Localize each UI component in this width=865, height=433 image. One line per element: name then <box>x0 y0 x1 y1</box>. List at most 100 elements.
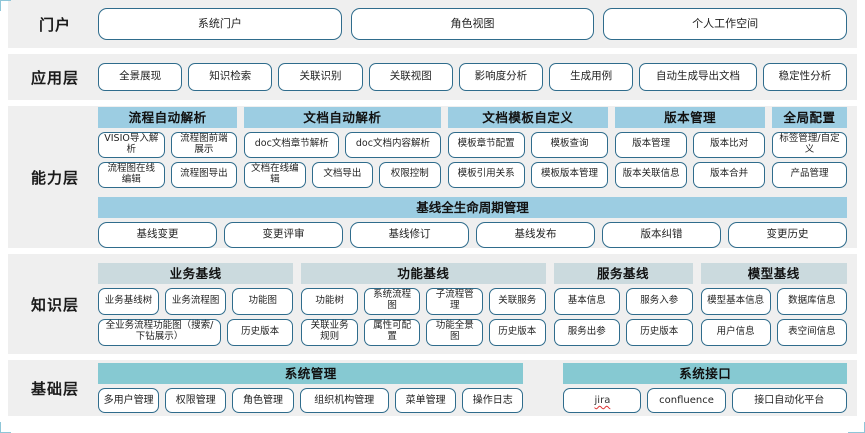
base-item-permission-management[interactable]: 权限管理 <box>165 388 227 413</box>
group-title-function-baseline: 功能基线 <box>301 262 546 284</box>
portal-item-system-portal[interactable]: 系统门户 <box>98 8 342 40</box>
know-item-tablespace-info[interactable]: 表空间信息 <box>776 318 847 346</box>
app-item-knowledge-search[interactable]: 知识检索 <box>188 63 273 91</box>
application-items-row: 全景展现 知识检索 关联识别 关联视图 影响度分析 生成用例 自动生成导出文档 … <box>98 63 848 91</box>
group-row: 业务基线树 业务流程图 功能图 <box>98 287 294 315</box>
group-row: 关联业务规则 属性可配置 功能全景图 历史版本 <box>301 318 546 346</box>
app-item-impact-analysis[interactable]: 影响度分析 <box>458 63 544 91</box>
decor-corner-bottom-right <box>848 422 865 433</box>
know-item-history-version[interactable]: 历史版本 <box>488 318 546 346</box>
group-title-baseline-lifecycle: 基线全生命周期管理 <box>98 196 847 218</box>
base-item-operation-log[interactable]: 操作日志 <box>462 388 524 413</box>
base-item-jira[interactable]: jira <box>563 388 642 413</box>
know-item-business-flowchart[interactable]: 业务流程图 <box>165 287 227 315</box>
group-row: VISIO导入解析 流程图前端展示 <box>98 131 238 158</box>
lifecycle-item-baseline-revision[interactable]: 基线修订 <box>350 221 469 248</box>
group-row: 多用户管理 权限管理 角色管理 组织机构管理 菜单管理 操作日志 <box>98 388 524 413</box>
know-item-service-input-params[interactable]: 服务入参 <box>626 287 693 315</box>
layer-portal: 门户 系统门户 角色视图 个人工作空间 <box>8 0 857 48</box>
cap-item-version-merge[interactable]: 版本合并 <box>693 161 766 188</box>
lifecycle-items-row: 基线变更 变更评审 基线修订 基线发布 版本纠错 变更历史 <box>98 221 847 248</box>
group-title-version-mgmt: 版本管理 <box>615 106 766 128</box>
group-title-system-management: 系统管理 <box>98 363 524 384</box>
know-item-history-version[interactable]: 历史版本 <box>626 318 693 346</box>
cap-item-version-relation-info[interactable]: 版本关联信息 <box>615 161 688 188</box>
lifecycle-item-change-history[interactable]: 变更历史 <box>728 221 847 248</box>
group-title-system-interface: 系统接口 <box>563 363 847 384</box>
app-item-stability-analysis[interactable]: 稳定性分析 <box>762 63 848 91</box>
cap-item-visio-import-parse[interactable]: VISIO导入解析 <box>98 131 165 158</box>
know-item-related-service[interactable]: 关联服务 <box>488 287 546 315</box>
cap-item-tag-management-custom[interactable]: 标签管理/自定义 <box>772 131 847 158</box>
group-row: 版本关联信息 版本合并 <box>615 161 766 188</box>
know-item-function-tree[interactable]: 功能树 <box>301 287 358 315</box>
know-item-basic-info[interactable]: 基本信息 <box>553 287 621 315</box>
cap-item-doc-chapter-parse[interactable]: doc文档章节解析 <box>244 131 340 158</box>
app-item-panorama[interactable]: 全景展现 <box>98 63 183 91</box>
group-row: 版本管理 版本比对 <box>615 131 766 158</box>
cap-item-flowchart-online-edit[interactable]: 流程图在线编辑 <box>98 161 165 188</box>
layer-label-base: 基础层 <box>30 379 79 398</box>
cap-item-template-version-mgmt[interactable]: 模板版本管理 <box>530 161 609 188</box>
cap-item-doc-export[interactable]: 文档导出 <box>311 161 374 188</box>
layer-label-knowledge: 知识层 <box>30 295 79 314</box>
group-row: 用户信息 表空间信息 <box>700 318 847 346</box>
lifecycle-item-version-correction[interactable]: 版本纠错 <box>602 221 721 248</box>
lifecycle-item-change-review[interactable]: 变更评审 <box>224 221 343 248</box>
know-item-related-business-rule[interactable]: 关联业务规则 <box>301 318 358 346</box>
cap-item-template-chapter-config[interactable]: 模板章节配置 <box>447 131 525 158</box>
cap-item-product-management[interactable]: 产品管理 <box>772 161 847 188</box>
app-item-relation-recognition[interactable]: 关联识别 <box>278 63 363 91</box>
know-item-system-flowchart[interactable]: 系统流程图 <box>363 287 421 315</box>
know-item-service-output-params[interactable]: 服务出参 <box>553 318 621 346</box>
app-item-generate-case[interactable]: 生成用例 <box>549 63 634 91</box>
cap-item-permission-control[interactable]: 权限控制 <box>379 161 441 188</box>
base-item-menu-management[interactable]: 菜单管理 <box>394 388 457 413</box>
know-item-business-baseline-tree[interactable]: 业务基线树 <box>98 287 160 315</box>
know-item-database-info[interactable]: 数据库信息 <box>776 287 847 315</box>
know-item-history-version[interactable]: 历史版本 <box>226 318 294 346</box>
cap-item-version-compare[interactable]: 版本比对 <box>693 131 766 158</box>
portal-item-personal-workspace[interactable]: 个人工作空间 <box>603 8 848 40</box>
lifecycle-item-baseline-release[interactable]: 基线发布 <box>476 221 595 248</box>
cap-item-doc-content-parse[interactable]: doc文档内容解析 <box>345 131 441 158</box>
know-item-model-basic-info[interactable]: 模型基本信息 <box>700 287 771 315</box>
know-item-full-business-flow-function-chart[interactable]: 全业务流程功能图（搜索/下钻展示） <box>98 318 221 346</box>
cap-item-flowchart-frontend-display[interactable]: 流程图前端展示 <box>170 131 238 158</box>
base-group-columns: 系统管理 多用户管理 权限管理 角色管理 组织机构管理 菜单管理 操作日志 系统… <box>98 363 847 413</box>
group-row: 文档在线编辑 文档导出 权限控制 <box>244 161 441 188</box>
capability-group-version-mgmt: 版本管理 版本管理 版本比对 版本关联信息 版本合并 <box>615 106 766 188</box>
base-item-org-structure-management[interactable]: 组织机构管理 <box>299 388 389 413</box>
knowledge-group-function-baseline: 功能基线 功能树 系统流程图 子流程管理 关联服务 关联业务规则 属性可配置 功… <box>301 262 546 346</box>
group-row: 基本信息 服务入参 <box>553 287 693 315</box>
base-item-interface-automation-platform[interactable]: 接口自动化平台 <box>731 388 847 413</box>
base-item-multi-user-management[interactable]: 多用户管理 <box>98 388 160 413</box>
know-item-subprocess-management[interactable]: 子流程管理 <box>426 287 483 315</box>
know-item-function-chart[interactable]: 功能图 <box>232 287 294 315</box>
group-row: 标签管理/自定义 <box>772 131 847 158</box>
base-item-role-management[interactable]: 角色管理 <box>232 388 294 413</box>
app-item-auto-export-doc[interactable]: 自动生成导出文档 <box>639 63 757 91</box>
lifecycle-item-baseline-change[interactable]: 基线变更 <box>98 221 217 248</box>
group-row: doc文档章节解析 doc文档内容解析 <box>244 131 441 158</box>
app-item-relation-view[interactable]: 关联视图 <box>368 63 453 91</box>
know-item-attribute-configurable[interactable]: 属性可配置 <box>363 318 421 346</box>
cap-item-template-reference-relation[interactable]: 模板引用关系 <box>447 161 525 188</box>
layer-capability: 能力层 流程自动解析 VISIO导入解析 流程图前端展示 流程图在线编辑 流程图… <box>8 106 857 248</box>
portal-item-role-view[interactable]: 角色视图 <box>350 8 595 40</box>
know-item-user-info[interactable]: 用户信息 <box>700 318 771 346</box>
cap-item-doc-online-edit[interactable]: 文档在线编辑 <box>244 161 306 188</box>
group-title-global-config: 全局配置 <box>772 106 847 128</box>
layer-application: 应用层 全景展现 知识检索 关联识别 关联视图 影响度分析 生成用例 自动生成导… <box>8 54 857 100</box>
group-title-service-baseline: 服务基线 <box>553 262 693 284</box>
cap-item-flowchart-export[interactable]: 流程图导出 <box>170 161 238 188</box>
capability-group-process-parse: 流程自动解析 VISIO导入解析 流程图前端展示 流程图在线编辑 流程图导出 <box>98 106 238 188</box>
capability-lifecycle-section: 基线全生命周期管理 基线变更 变更评审 基线修订 基线发布 版本纠错 变更历史 <box>98 196 847 248</box>
base-item-jira-label: jira <box>594 394 611 406</box>
know-item-function-panorama[interactable]: 功能全景图 <box>426 318 483 346</box>
cap-item-template-query[interactable]: 模板查询 <box>530 131 609 158</box>
group-row: 产品管理 <box>772 161 847 188</box>
base-item-confluence[interactable]: confluence <box>647 388 726 413</box>
cap-item-version-management[interactable]: 版本管理 <box>615 131 688 158</box>
